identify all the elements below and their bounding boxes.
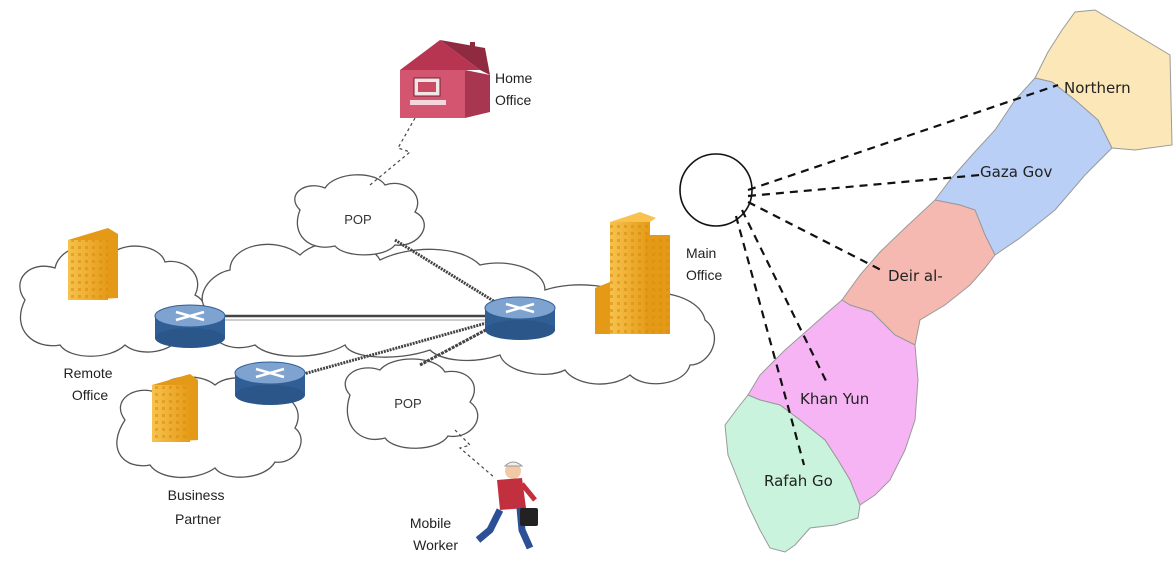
pop-top-label: POP: [344, 212, 371, 227]
line-to-deir: [747, 201, 886, 273]
link-home-poptop: [369, 117, 416, 186]
line-to-gaza: [747, 173, 981, 198]
label-gaza: Gaza Gov: [980, 163, 1052, 181]
line-to-rafah: [734, 215, 806, 466]
pop-bottom-label: POP: [394, 396, 421, 411]
network-links: [220, 117, 501, 479]
router-partner: [234, 361, 306, 405]
building-partner-icon: [152, 374, 198, 442]
building-main-icon: [595, 212, 670, 334]
line-to-northern: [747, 83, 1059, 192]
map-regions: [724, 9, 1173, 553]
map: Northern Gaza Gov Deir al- Khan Yun Rafa…: [679, 9, 1173, 553]
building-remote-icon: [68, 228, 118, 300]
label-deir: Deir al-: [888, 267, 943, 285]
link-mobile-popbottom: [454, 429, 496, 479]
mobile-worker-label: Mobile Worker: [410, 515, 458, 553]
main-office-label: Main Office: [686, 245, 723, 283]
cloud-pop-bottom: [344, 358, 479, 449]
hub-circle: [679, 153, 753, 227]
cloud-main: [201, 241, 716, 385]
router-remote: [154, 304, 226, 348]
cloud-pop-top: [294, 174, 425, 256]
label-northern: Northern: [1064, 79, 1131, 97]
map-connector-lines: [734, 83, 1059, 466]
link-popbottom-main: [419, 323, 496, 367]
remote-office-label: Remote Office: [64, 365, 117, 403]
house-icon: [400, 40, 490, 118]
link-poptop-main: [394, 238, 501, 307]
label-rafah: Rafah Go: [764, 472, 833, 490]
business-partner-label: Business Partner: [168, 487, 229, 527]
region-deir: [841, 199, 996, 346]
home-office-label: Home Office: [495, 70, 536, 108]
label-khan: Khan Yun: [800, 390, 869, 408]
person-icon: [475, 461, 538, 550]
region-rafah: [724, 394, 861, 553]
network-diagram: Home Office Main Office Remote Office Bu…: [19, 40, 723, 553]
router-main: [484, 296, 556, 340]
line-to-khan: [741, 209, 829, 386]
